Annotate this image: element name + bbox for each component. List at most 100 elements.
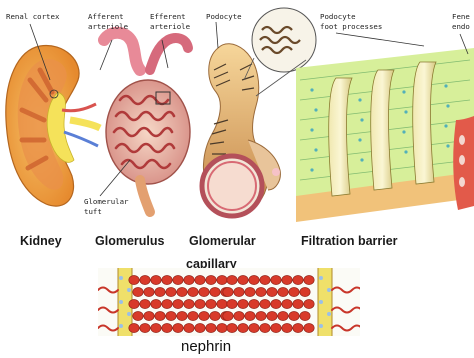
nephrin-bead bbox=[234, 311, 244, 320]
nephrin-bead bbox=[217, 323, 227, 332]
label-afferent-arteriole-1: Afferent bbox=[88, 12, 124, 21]
nephrin-bead bbox=[199, 287, 209, 296]
nephrin-bead bbox=[267, 287, 277, 296]
nephrin-bead bbox=[223, 287, 233, 296]
nephrin-bead bbox=[238, 299, 248, 308]
nephrin-bead bbox=[162, 323, 172, 332]
nephrin-bead bbox=[166, 287, 176, 296]
nephrin-bead bbox=[271, 275, 281, 284]
nephrin-bead bbox=[155, 311, 165, 320]
nephrin-bead bbox=[282, 323, 292, 332]
membrane-right bbox=[318, 268, 332, 336]
nephrin-bead bbox=[166, 311, 176, 320]
label-efferent-arteriole-2: arteriole bbox=[150, 22, 191, 31]
nephrin-bead bbox=[151, 275, 161, 284]
nephrin-bead bbox=[177, 311, 187, 320]
nephrin-bead bbox=[227, 275, 237, 284]
nephrin-bead bbox=[249, 299, 259, 308]
nephrin-bead bbox=[304, 299, 314, 308]
nephrin-bead bbox=[188, 287, 198, 296]
nephrin-bead bbox=[249, 275, 259, 284]
nephrin-bead bbox=[210, 311, 220, 320]
nephrin-bead bbox=[227, 323, 237, 332]
nephrin-bead bbox=[238, 275, 248, 284]
nephrin-bead bbox=[199, 311, 209, 320]
nephrin-bead bbox=[245, 311, 255, 320]
nephrin-bead bbox=[188, 311, 198, 320]
caption-nephrin: nephrin bbox=[181, 338, 231, 355]
nephrin-bead bbox=[162, 275, 172, 284]
label-podocyte-foot-processes-1: Podocyte bbox=[320, 12, 356, 21]
nephrin-bead bbox=[256, 311, 266, 320]
nephrin-bead bbox=[289, 287, 299, 296]
nephrin-bead bbox=[184, 323, 194, 332]
filtration-barrier-illustration bbox=[296, 48, 474, 222]
nephrin-bead bbox=[300, 311, 310, 320]
label-podocyte: Podocyte bbox=[206, 12, 242, 21]
nephrin-bead bbox=[271, 323, 281, 332]
label-fenestrated-endothelium-2: endo bbox=[452, 22, 470, 31]
nephrin-bead bbox=[304, 275, 314, 284]
nephrin-bead bbox=[206, 299, 216, 308]
nephrin-bead bbox=[293, 275, 303, 284]
nephrin-bead bbox=[300, 287, 310, 296]
nephrin-bead bbox=[293, 299, 303, 308]
nephrin-bead bbox=[162, 299, 172, 308]
glomerulus-illustration bbox=[104, 33, 190, 212]
label-podocyte-foot-processes-2: foot processes bbox=[320, 22, 382, 31]
nephrin-bead bbox=[129, 275, 139, 284]
nephrin-bead bbox=[304, 323, 314, 332]
nephrin-bead bbox=[206, 275, 216, 284]
nephrin-bead bbox=[256, 287, 266, 296]
nephrin-bead bbox=[245, 287, 255, 296]
label-glomerular-tuft-2: tuft bbox=[84, 207, 102, 216]
nephrin-bead bbox=[267, 311, 277, 320]
nephrin-bead bbox=[184, 299, 194, 308]
nephrin-strands bbox=[129, 275, 314, 332]
nephrin-bead bbox=[289, 311, 299, 320]
nephrin-bead bbox=[217, 299, 227, 308]
nephrin-bead bbox=[133, 311, 143, 320]
nephrin-bead bbox=[249, 323, 259, 332]
nephrin-bead bbox=[129, 323, 139, 332]
nephrin-bead bbox=[195, 323, 205, 332]
nephrin-illustration bbox=[98, 268, 362, 336]
nephrin-bead bbox=[278, 311, 288, 320]
nephrin-bead bbox=[271, 299, 281, 308]
nephrin-bead bbox=[206, 323, 216, 332]
nephrin-bead bbox=[234, 287, 244, 296]
nephrin-bead bbox=[293, 323, 303, 332]
nephrin-bead bbox=[140, 275, 150, 284]
nephrin-bead bbox=[140, 323, 150, 332]
nephrin-bead bbox=[151, 323, 161, 332]
caption-glomerular-capillary-1: Glomerular bbox=[189, 234, 256, 248]
nephrin-bead bbox=[173, 299, 183, 308]
nephrin-bead bbox=[173, 323, 183, 332]
caption-glomerulus: Glomerulus bbox=[95, 234, 165, 248]
kidney-illustration bbox=[6, 45, 100, 206]
nephrin-bead bbox=[223, 311, 233, 320]
nephrin-bead bbox=[173, 275, 183, 284]
label-fenestrated-endothelium-1: Fene bbox=[452, 12, 470, 21]
nephrin-bead bbox=[217, 275, 227, 284]
label-efferent-arteriole-1: Efferent bbox=[150, 12, 186, 21]
nephrin-bead bbox=[210, 287, 220, 296]
caption-kidney: Kidney bbox=[20, 234, 62, 248]
nephrin-bead bbox=[260, 275, 270, 284]
nephrin-bead bbox=[260, 323, 270, 332]
nephrin-bead bbox=[177, 287, 187, 296]
nephrin-bead bbox=[195, 299, 205, 308]
nephrin-bead bbox=[129, 299, 139, 308]
caption-filtration-barrier: Filtration barrier bbox=[301, 234, 398, 248]
nephrin-bead bbox=[151, 299, 161, 308]
label-afferent-arteriole-2: arteriole bbox=[88, 22, 129, 31]
panel-captions: Kidney Glomerulus Glomerular capillary F… bbox=[20, 234, 398, 271]
nephrin-bead bbox=[238, 323, 248, 332]
nephrin-bead bbox=[227, 299, 237, 308]
nephrin-bead bbox=[184, 275, 194, 284]
nephrin-bead bbox=[282, 299, 292, 308]
nephrin-bead bbox=[133, 287, 143, 296]
nephrin-bead bbox=[140, 299, 150, 308]
nephrin-bead bbox=[155, 287, 165, 296]
